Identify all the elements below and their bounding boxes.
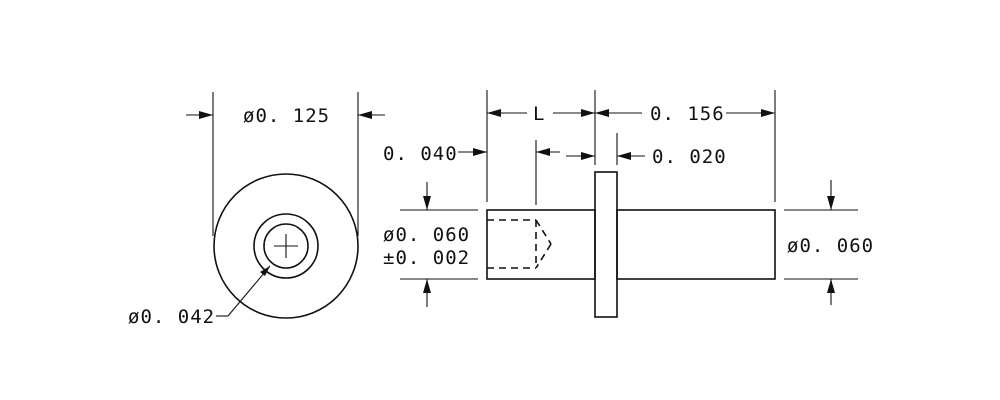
dim-020-label: 0. 020 xyxy=(652,146,727,168)
dim-040-label: 0. 040 xyxy=(383,143,458,165)
side-view: L 0. 156 0. 040 0. 020 ø0. 060 ±0. 002 xyxy=(383,90,874,318)
end-view-inner-circle-hole xyxy=(263,223,309,269)
inner-dia-leader-arrow xyxy=(260,266,270,276)
right-pin xyxy=(616,209,776,280)
dim-156-label: 0. 156 xyxy=(650,103,725,125)
right-dia-arrow-bottom xyxy=(827,279,835,293)
outer-dia-label: ø0. 125 xyxy=(243,105,330,127)
dim-L-arrow-left xyxy=(487,109,501,117)
end-view: ø0. 125 ø0. 042 xyxy=(128,92,385,328)
inner-dia-label: ø0. 042 xyxy=(128,306,215,328)
dim-156-arrow-right xyxy=(761,109,775,117)
dim-L-arrow-right xyxy=(581,109,595,117)
left-dia-tolerance: ±0. 002 xyxy=(383,247,470,269)
left-dia-arrow-top xyxy=(423,196,431,210)
dim-040-arrow-left xyxy=(473,148,487,156)
outer-dia-arrow-left xyxy=(199,111,213,119)
dim-156-arrow-left xyxy=(595,109,609,117)
end-view-outer-circle xyxy=(213,173,359,319)
dim-020-arrow-right xyxy=(617,152,631,160)
end-view-inner-circle-outer xyxy=(253,213,319,279)
flange xyxy=(594,171,618,318)
dim-020-arrow-left xyxy=(581,152,595,160)
right-dia-label: ø0. 060 xyxy=(787,235,874,257)
right-dia-arrow-top xyxy=(827,196,835,210)
hidden-bore xyxy=(487,219,552,269)
left-dia-value: ø0. 060 xyxy=(383,224,470,246)
dim-L-label: L xyxy=(533,103,545,125)
left-dia-arrow-bottom xyxy=(423,279,431,293)
dim-040-arrow-right xyxy=(536,148,550,156)
outer-dia-arrow-right xyxy=(358,111,372,119)
